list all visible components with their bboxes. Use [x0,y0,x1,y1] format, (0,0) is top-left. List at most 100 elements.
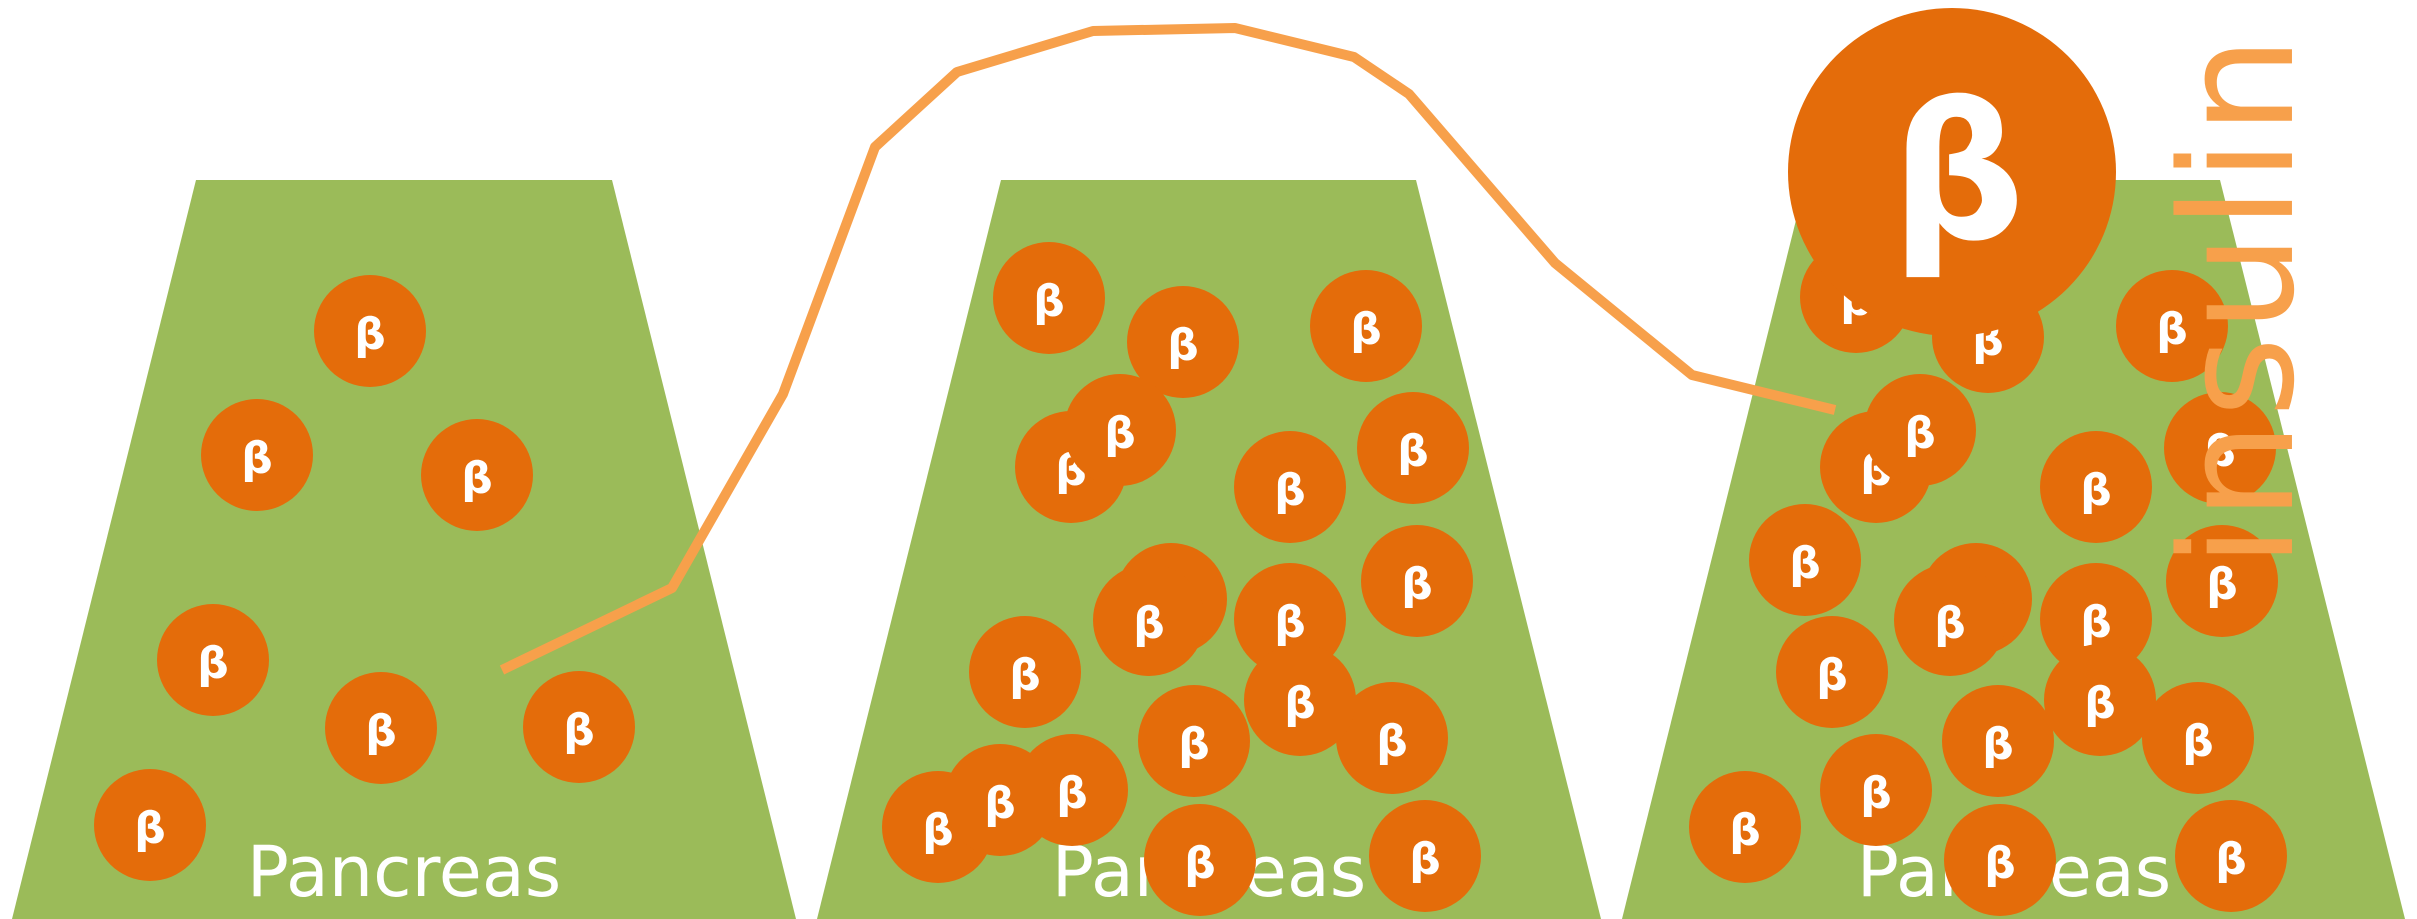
beta-cell: β [1234,431,1346,543]
beta-cell: β [2164,392,2276,504]
beta-cell-circle [1064,374,1176,486]
beta-cell: β [1361,525,1473,637]
beta-cell-symbol: β [365,706,397,757]
beta-cell: β [1894,564,2006,676]
beta-cell-circle [1894,564,2006,676]
beta-cell: β [1244,644,1356,756]
beta-cell: β [2044,644,2156,756]
beta-cell-circle [1864,374,1976,486]
beta-cell-symbol: β [1284,678,1316,729]
beta-cell-circle [523,671,635,783]
beta-cell: β [325,672,437,784]
beta-cell-circle [1093,564,1205,676]
beta-cell-circle [94,769,206,881]
beta-cell-symbol: β [2215,834,2247,885]
beta-cell-symbol: β [1178,719,1210,770]
beta-cell: β [314,275,426,387]
beta-cell-symbol: β [1350,304,1382,355]
beta-cell-circle [1336,682,1448,794]
beta-cell-symbol: β [1104,408,1136,459]
beta-cell-symbol: β [1184,838,1216,889]
beta-cell-symbol: β [1167,320,1199,371]
beta-cell-symbol: β [1056,768,1088,819]
beta-cell-circle [325,672,437,784]
beta-cell-circle [2040,431,2152,543]
beta-cell: β [94,769,206,881]
beta-cell-symbol: β [2156,304,2188,355]
beta-cell: β [1144,804,1256,916]
beta-cell-circle [1144,804,1256,916]
beta-cell: β [2142,682,2254,794]
beta-cell: β [1749,504,1861,616]
beta-cell-circle [314,275,426,387]
beta-cell-circle [1944,804,2056,916]
beta-cell-symbol: β [197,638,229,689]
beta-cell-symbol: β [1409,834,1441,885]
beta-cell-symbol: β [1904,408,1936,459]
beta-cell-circle [2040,563,2152,675]
beta-cell-symbol: β [1009,650,1041,701]
beta-cell-circle [157,604,269,716]
beta-cell-circle [421,419,533,531]
beta-cell-circle [2044,644,2156,756]
beta-cell: β [1064,374,1176,486]
beta-cell: β [944,744,1056,856]
beta-cell-circle [2166,525,2278,637]
beta-cell-symbol: β [1729,805,1761,856]
beta-cell-symbol: β [461,453,493,504]
beta-cell: β [2116,270,2228,382]
beta-cell-symbol: β [1376,716,1408,767]
beta-cell-symbol: β [1133,598,1165,649]
beta-cell-symbol: β [1397,426,1429,477]
beta-cell-circle [969,616,1081,728]
beta-cell-circle [1369,800,1481,912]
beta-cell: β [1820,734,1932,846]
beta-cell-symbol: β [134,803,166,854]
beta-cell: β [1310,270,1422,382]
beta-cell-circle [1244,644,1356,756]
beta-cell: β [1336,682,1448,794]
beta-cell-circle [1127,286,1239,398]
beta-cell-circle [944,744,1056,856]
beta-cell: β [1138,685,1250,797]
beta-cell-circle [993,242,1105,354]
beta-cell: β [2175,800,2287,912]
beta-cell-symbol: β [1984,838,2016,889]
beta-cell: β [523,671,635,783]
beta-cell: β [1689,771,1801,883]
beta-cell-circle [1138,685,1250,797]
beta-cell-symbol: β [1860,768,1892,819]
insulin-level-line [499,23,1837,675]
beta-cell-circle [1234,431,1346,543]
beta-cell-symbol: β [2084,678,2116,729]
beta-cell-circle [1310,270,1422,382]
beta-cell: β [2166,525,2278,637]
beta-cell-symbol: β [1982,719,2014,770]
beta-cell-circle [1776,616,1888,728]
beta-cell: β [1944,804,2056,916]
beta-cell-circle [1361,525,1473,637]
beta-cell-circle [2142,682,2254,794]
beta-cell-symbol: β [1789,538,1821,589]
beta-cell: β [993,242,1105,354]
beta-cell-circle [2175,800,2287,912]
beta-cell-symbol: β [984,778,1016,829]
large-beta-cell-symbol: β [1891,64,2026,283]
beta-cell: β [1093,564,1205,676]
beta-cell: β [1369,800,1481,912]
beta-cell: β [1864,374,1976,486]
beta-cell-symbol: β [2206,559,2238,610]
beta-cell: β [421,419,533,531]
beta-cell-symbol: β [2182,716,2214,767]
beta-cell: β [1357,392,1469,504]
beta-cell-circle [1689,771,1801,883]
pancreas-label: Pancreas [247,831,562,913]
beta-cell-circle [1357,392,1469,504]
beta-cell-circle [201,399,313,511]
beta-cell-symbol: β [1401,559,1433,610]
beta-cell-circle [2116,270,2228,382]
large-beta-cell: β [1788,8,2116,336]
beta-cell: β [2040,431,2152,543]
beta-cell-symbol: β [241,433,273,484]
